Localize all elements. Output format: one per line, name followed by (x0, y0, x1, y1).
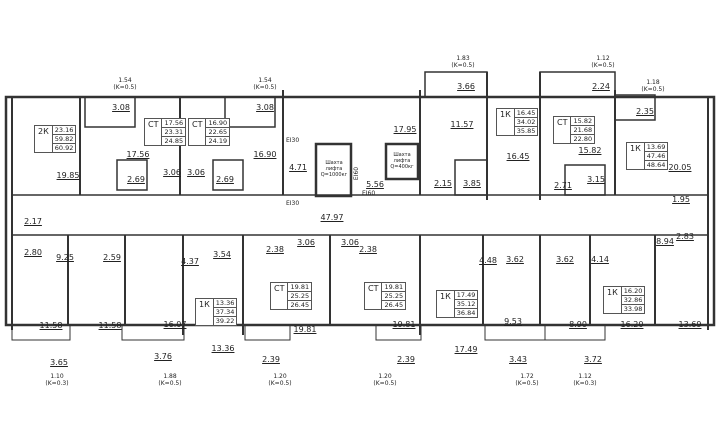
room-area: 8.90 (569, 320, 587, 329)
balcony-label: 1.54(K=0.5) (113, 77, 137, 91)
room-area: 9.25 (56, 253, 74, 262)
room-area: 19.81 (293, 325, 317, 334)
balcony-label: 1.20(K=0.5) (373, 373, 397, 387)
room-area: 2.17 (24, 217, 42, 226)
fire-rating: EI30 (286, 137, 300, 144)
room-area: 47.97 (320, 213, 344, 222)
room-area: 1.95 (672, 195, 690, 204)
room-area: 2.15 (434, 179, 452, 188)
room-area: 15.82 (578, 146, 602, 155)
room-area: 3.65 (50, 358, 68, 367)
balcony-label: 1.88(K=0.5) (158, 373, 182, 387)
room-area: 3.08 (112, 103, 130, 112)
room-area: 5.56 (366, 180, 384, 189)
room-area: 3.85 (463, 179, 481, 188)
fire-rating: EI60 (362, 190, 376, 197)
room-area: 2.39 (397, 355, 415, 364)
room-area: 17.56 (126, 150, 150, 159)
fire-rating: EI60 (353, 166, 361, 181)
room-area: 2.59 (103, 253, 121, 262)
room-area: 2.69 (127, 175, 145, 184)
room-area: 11.58 (98, 321, 122, 330)
room-area: 16.20 (620, 320, 644, 329)
room-area: 3.06 (163, 168, 181, 177)
room-area: 3.72 (584, 355, 602, 364)
room-area: 16.90 (253, 150, 277, 159)
balcony-label: 1.54(K=0.5) (253, 77, 277, 91)
room-area: 11.57 (450, 120, 474, 129)
balcony-label: 1.12(K=0.3) (573, 373, 597, 387)
balcony-label: 1.20(K=0.5) (268, 373, 292, 387)
room-area: 16.45 (506, 152, 530, 161)
room-area: 2.69 (216, 175, 234, 184)
room-area: 4.48 (479, 256, 497, 265)
room-area: 8.94 (656, 237, 674, 246)
room-area: 9.53 (504, 317, 522, 326)
room-area: 3.62 (556, 255, 574, 264)
room-area: 16.07 (163, 320, 187, 329)
room-area: 3.66 (457, 82, 475, 91)
room-area: 17.49 (454, 345, 478, 354)
room-area: 13.36 (211, 344, 235, 353)
balcony-label: 1.72(K=0.5) (515, 373, 539, 387)
room-area: 3.43 (509, 355, 527, 364)
room-area: 20.05 (668, 163, 692, 172)
room-area: 2.38 (266, 245, 284, 254)
balcony-label: 1.12(K=0.5) (591, 55, 615, 69)
room-area: 2.35 (636, 107, 654, 116)
room-area: 2.24 (592, 82, 610, 91)
room-area: 19.85 (56, 171, 80, 180)
room-area: 13.69 (678, 320, 702, 329)
balcony-label: 1.18(K=0.5) (641, 79, 665, 93)
room-area: 2.39 (262, 355, 280, 364)
room-area: 2.71 (554, 181, 572, 190)
room-area: 3.06 (297, 238, 315, 247)
room-area: 4.14 (591, 255, 609, 264)
room-area: 2.38 (359, 245, 377, 254)
room-area: 3.15 (587, 175, 605, 184)
room-area: 3.62 (506, 255, 524, 264)
room-area: 19.81 (392, 320, 416, 329)
room-area: 4.37 (181, 257, 199, 266)
balcony-label: 1.10(K=0.3) (45, 373, 69, 387)
room-area: 2.83 (676, 232, 694, 241)
room-area: 3.76 (154, 352, 172, 361)
room-area: 2.80 (24, 248, 42, 257)
room-area: 17.95 (393, 125, 417, 134)
room-area: 3.08 (256, 103, 274, 112)
room-area: 11.58 (39, 321, 63, 330)
room-area: 4.71 (289, 163, 307, 172)
room-area: 3.06 (341, 238, 359, 247)
room-area: 3.06 (187, 168, 205, 177)
fire-rating: EI30 (286, 200, 300, 207)
room-area: 3.54 (213, 250, 231, 259)
balcony-label: 1.83(K=0.5) (451, 55, 475, 69)
